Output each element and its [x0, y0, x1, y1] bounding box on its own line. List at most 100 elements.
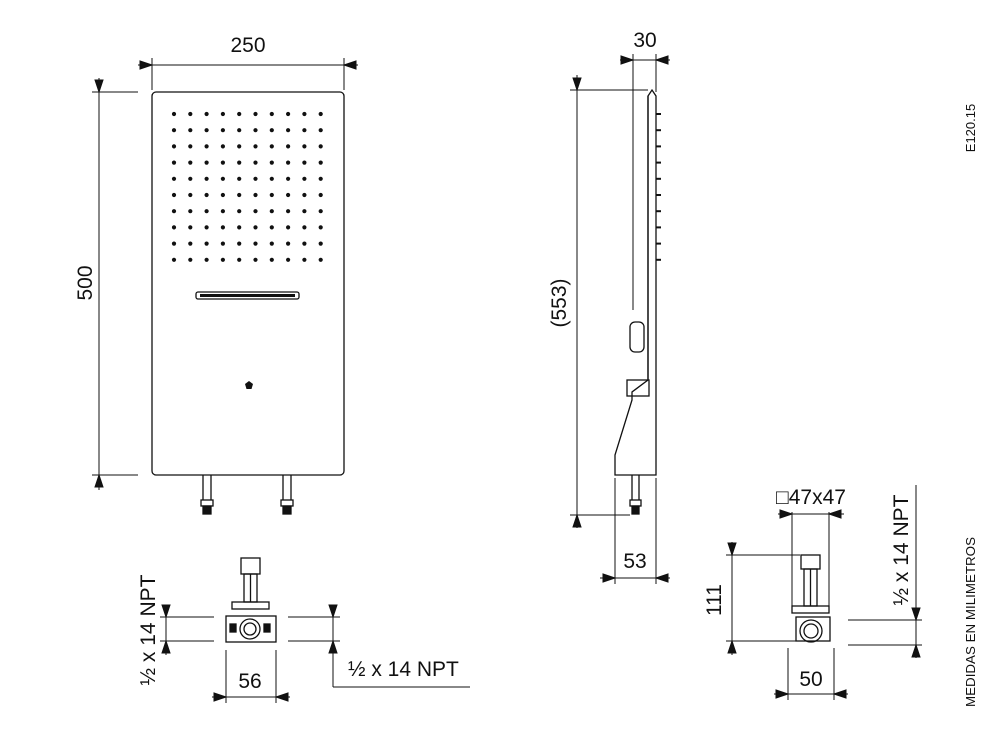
- side-inlet-pipe: [629, 475, 642, 515]
- nozzle-dot: [302, 257, 307, 262]
- valve-body-right: [795, 616, 831, 642]
- nozzle-dot: [253, 160, 258, 165]
- nozzle-dot: [237, 209, 242, 214]
- nozzle-dot: [318, 241, 323, 246]
- inlet-pipe-right: [280, 475, 294, 515]
- nozzle-dot: [253, 144, 258, 149]
- nozzle-dot: [220, 241, 225, 246]
- nozzle-dot: [220, 128, 225, 133]
- front-view: [151, 91, 345, 515]
- units-note: MEDIDAS EN MILIMETROS: [963, 537, 978, 707]
- nozzle-dot: [204, 111, 209, 117]
- nozzle-dot: [188, 160, 193, 165]
- dimension-bottom-53: [600, 478, 670, 584]
- nozzle-dot: [204, 176, 209, 181]
- nozzle-dot: [220, 225, 225, 230]
- nozzle-dot: [318, 111, 323, 117]
- inlet-pipe-left: [200, 475, 214, 515]
- dimension-height-111: [726, 542, 800, 655]
- nozzle-dot: [237, 241, 242, 246]
- nozzle-dot: [286, 225, 291, 230]
- nozzle-dot: [318, 160, 323, 165]
- total-height-label: (553): [548, 278, 571, 327]
- nozzle-dot: [237, 176, 242, 181]
- nozzle-dot: [269, 257, 274, 262]
- nozzle-dot: [318, 225, 323, 230]
- nozzle-dot: [253, 176, 258, 181]
- dimension-spacing-56: [212, 650, 290, 703]
- nozzle-dot: [171, 128, 177, 133]
- valve-detail-left: [225, 557, 277, 643]
- side-valve-body: [626, 379, 650, 397]
- width-50-label: 50: [799, 668, 822, 691]
- nozzle-dot: [302, 192, 307, 198]
- nozzle-dot: [237, 192, 242, 198]
- nozzle-dot: [269, 225, 274, 230]
- nozzle-dot: [220, 144, 225, 149]
- nozzle-dot: [188, 144, 193, 149]
- valve-detail-right: [791, 554, 831, 643]
- nozzle-dot: [188, 176, 193, 181]
- nozzle-dot: [286, 176, 291, 181]
- valve-body-left: [225, 615, 277, 643]
- side-view: [614, 88, 661, 515]
- nozzle-dot: [188, 209, 193, 214]
- nozzle-dot: [318, 257, 323, 262]
- nozzle-dot: [253, 225, 258, 230]
- nozzle-dot: [220, 209, 225, 214]
- height-label: 500: [74, 265, 97, 300]
- dimension-width-50: [774, 648, 848, 700]
- nozzle-dot: [171, 160, 177, 165]
- waterfall-outlet: [195, 291, 300, 300]
- nozzle-dot: [171, 209, 177, 214]
- nozzle-dot: [171, 144, 177, 149]
- dimension-height-500: [92, 78, 138, 490]
- nozzle-dot: [302, 209, 307, 214]
- nozzle-dot: [318, 128, 323, 133]
- nozzle-dot: [171, 192, 177, 198]
- nozzle-dot: [188, 257, 193, 262]
- nozzle-dot: [269, 144, 274, 149]
- nozzle-dot: [171, 257, 177, 262]
- nozzle-dot: [253, 241, 258, 246]
- drawing-code: E120.15: [963, 104, 978, 152]
- dimension-depth-30: [620, 54, 670, 310]
- nozzle-dot: [269, 160, 274, 165]
- nozzle-dot: [286, 257, 291, 262]
- nozzle-dot: [269, 176, 274, 181]
- nozzle-dot: [286, 192, 291, 198]
- nozzle-dot: [188, 225, 193, 230]
- nozzle-dot: [302, 241, 307, 246]
- nozzle-grid: [171, 111, 323, 262]
- nozzle-dot: [269, 128, 274, 133]
- nozzle-dot: [188, 111, 193, 117]
- nozzle-dot: [237, 144, 242, 149]
- height-111-label: 111: [703, 584, 726, 616]
- dimension-thread-left-vertical: [160, 604, 214, 655]
- square-label: □47x47: [776, 486, 846, 509]
- nozzle-dot: [188, 241, 193, 246]
- nozzle-dot: [171, 241, 177, 246]
- nozzle-dot: [286, 160, 291, 165]
- nozzle-dot: [204, 225, 209, 230]
- dimension-width-250: [138, 58, 358, 90]
- nozzle-dot: [237, 111, 242, 117]
- nozzle-dot: [253, 128, 258, 133]
- nozzle-dot: [318, 144, 323, 149]
- thread-label-left-horizontal: ½ x 14 NPT: [348, 658, 459, 681]
- nozzle-dot: [171, 176, 177, 181]
- nozzle-dot: [286, 144, 291, 149]
- nozzle-dot: [220, 257, 225, 262]
- spacing-label: 56: [238, 670, 261, 693]
- nozzle-dot: [204, 160, 209, 165]
- nozzle-dot: [286, 128, 291, 133]
- nozzle-dot: [302, 144, 307, 149]
- nozzle-dot: [204, 257, 209, 262]
- nozzle-dot: [253, 257, 258, 262]
- thread-label-right-vertical: ½ x 14 NPT: [890, 494, 913, 605]
- nozzle-dot: [302, 160, 307, 165]
- dimension-height-553: [570, 75, 648, 528]
- nozzle-dot: [237, 257, 242, 262]
- nozzle-dot: [204, 209, 209, 214]
